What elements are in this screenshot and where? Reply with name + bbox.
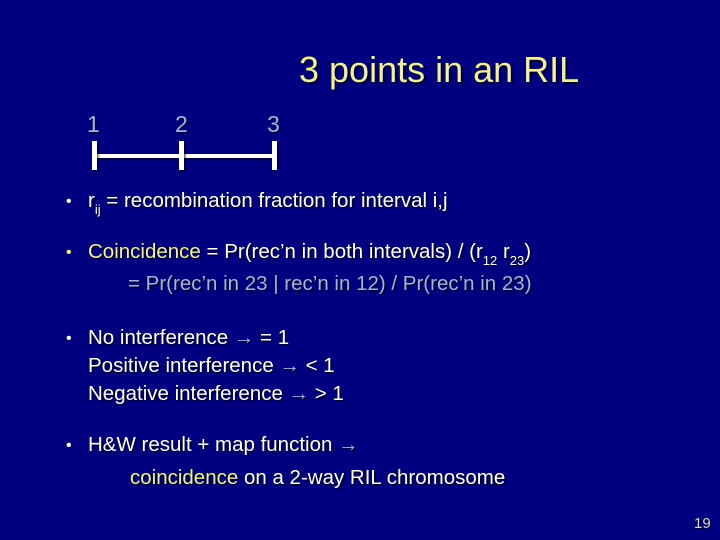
positive-interference-line: Positive interference → < 1 [88,354,335,378]
bullet-recombination-fraction: rij = recombination fraction for interva… [88,189,448,218]
marker-label-1: 1 [87,111,100,137]
tick-mark-1 [92,141,97,170]
bullet-coincidence-definition: Coincidence = Pr(rec’n in both intervals… [88,240,532,269]
interference-value: > 1 [309,382,344,405]
formula-text: = Pr(rec’n in both intervals) / (r [200,240,483,263]
interference-text: Negative interference [88,382,289,405]
slide-title: 3 points in an RIL [299,49,580,90]
hw-result-text: H&W result + map function [88,433,339,456]
arrow-icon: → [279,354,300,377]
coincidence-conditional-line: = Pr(rec’n in 23 | rec’n in 12) / Pr(rec… [128,272,532,295]
formula-text: r [497,240,510,263]
interference-value: = 1 [254,326,290,349]
interference-text: Positive interference [88,354,280,377]
bullet-icon: • [66,244,72,261]
r12-subscript: 12 [482,253,498,269]
arrow-icon: → [233,326,255,349]
tick-mark-2 [179,141,184,170]
coincidence-highlight: Coincidence [88,240,201,263]
bullet-icon: • [66,330,72,347]
r23-subscript: 23 [509,253,525,269]
no-interference-line: No interference → = 1 [88,326,289,350]
bullet-icon: • [66,437,72,454]
formula-text: ) [524,240,532,263]
negative-interference-line: Negative interference → > 1 [88,382,344,406]
marker-label-3: 3 [267,111,280,137]
coincidence-ril-line: coincidence on a 2-way RIL chromosome [130,466,505,490]
r-subscript: ij [94,202,101,218]
tick-mark-3 [272,141,277,170]
bullet-text: = recombination fraction for interval i,… [100,189,448,212]
coincidence-highlight: coincidence [130,466,239,489]
arrow-icon: → [338,433,359,456]
ril-chromosome-text: on a 2-way RIL chromosome [238,466,506,489]
interference-text: No interference [88,326,234,349]
interval-line [92,154,277,158]
bullet-icon: • [66,193,72,210]
marker-label-2: 2 [175,111,188,137]
page-number: 19 [694,515,711,532]
hw-result-line: H&W result + map function → [88,433,359,457]
arrow-icon: → [288,382,310,405]
r-variable: r [88,189,95,212]
interference-value: < 1 [299,354,335,377]
